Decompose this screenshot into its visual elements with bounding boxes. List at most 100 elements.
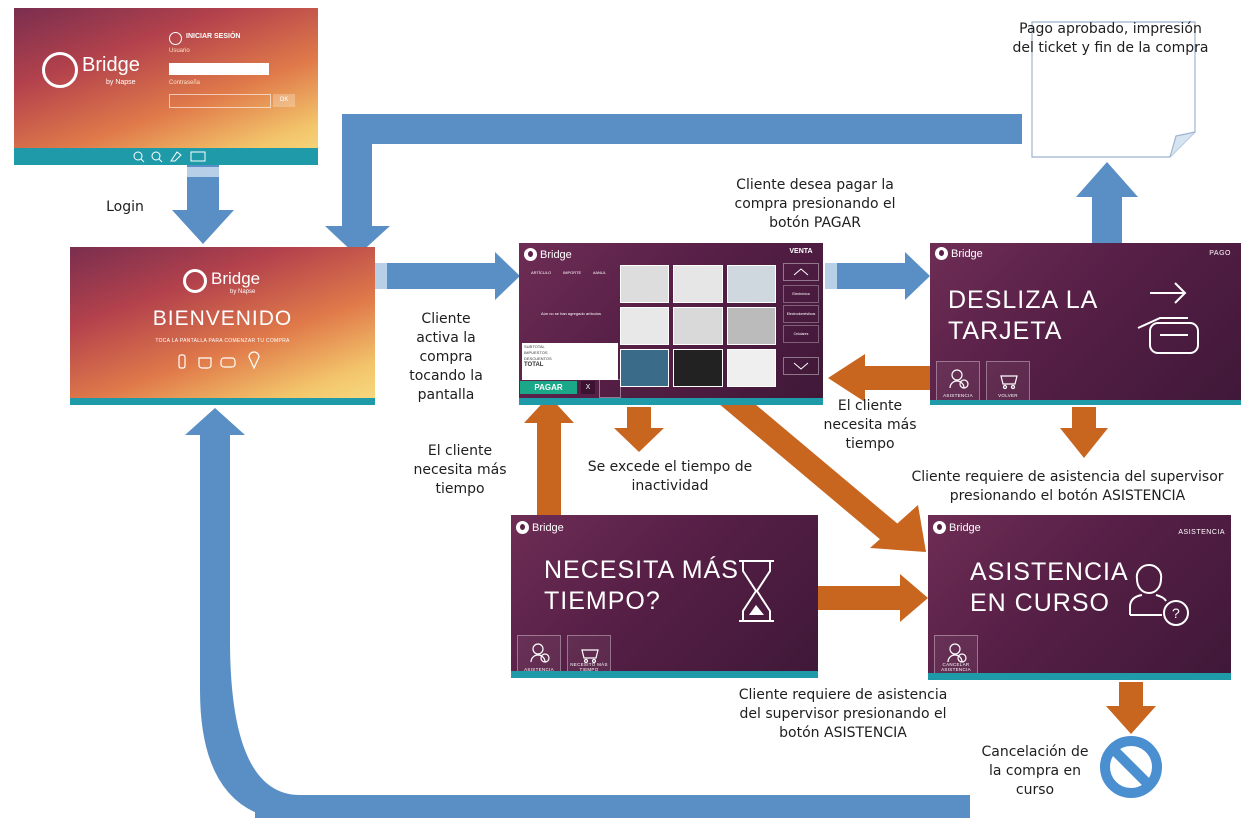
product-tile[interactable] bbox=[726, 349, 776, 387]
arrow-cancel-to-welcome bbox=[185, 408, 970, 818]
product-tile[interactable] bbox=[673, 307, 723, 345]
product-tile[interactable] bbox=[673, 265, 723, 303]
product-tile[interactable] bbox=[620, 265, 670, 303]
receipt-document-icon bbox=[1031, 21, 1196, 158]
more-time-button[interactable]: NECESITO MÁS TIEMPO bbox=[567, 635, 611, 675]
caption-line: la compra en bbox=[989, 763, 1081, 779]
caption-line: del ticket y fin de la compra bbox=[1012, 40, 1209, 56]
subtotal-label: SUBTOTAL bbox=[524, 344, 545, 349]
assist-button[interactable]: ASISTENCIA bbox=[936, 361, 980, 401]
venta-label: VENTA bbox=[789, 248, 813, 255]
cart-back-icon bbox=[1000, 375, 1018, 390]
product-tile[interactable] bbox=[620, 349, 670, 387]
category-icons bbox=[178, 351, 260, 370]
caption-line: pantalla bbox=[417, 387, 475, 403]
discounts-label: DESCUENTOS bbox=[524, 356, 552, 361]
caption-line: tiempo bbox=[845, 436, 895, 452]
username-input[interactable] bbox=[169, 63, 269, 75]
arrow-approved-to-welcome bbox=[325, 114, 1022, 256]
caption-line: curso bbox=[1015, 782, 1055, 798]
caption-line: presionando el botón ASISTENCIA bbox=[949, 488, 1186, 504]
caption-line: del supervisor presionando el bbox=[739, 706, 947, 722]
toolbar-icons[interactable] bbox=[131, 149, 211, 163]
assist-user-icon[interactable] bbox=[599, 379, 621, 398]
timeout-title-line-2: TIEMPO? bbox=[544, 587, 661, 615]
assist-brand: Bridge bbox=[933, 521, 981, 534]
caption-line: compra presionando el bbox=[734, 196, 896, 212]
product-tile[interactable] bbox=[620, 307, 670, 345]
assist-tag: ASISTENCIA bbox=[1178, 529, 1225, 536]
product-tile[interactable] bbox=[726, 307, 776, 345]
category-electrodomesticos[interactable]: Electrodomésticos bbox=[783, 305, 819, 323]
caption-line: necesita más bbox=[413, 462, 507, 478]
welcome-brand: Bridge bbox=[211, 269, 261, 288]
caption-line: compra bbox=[419, 349, 473, 365]
password-input[interactable] bbox=[169, 94, 271, 108]
pay-button[interactable]: PAGAR bbox=[520, 381, 577, 394]
payment-tag: PAGO bbox=[1209, 250, 1231, 257]
login-brand-sub: by Napse bbox=[106, 79, 136, 86]
product-tile[interactable] bbox=[673, 349, 723, 387]
bridge-logo-icon bbox=[524, 248, 537, 261]
bridge-logo-icon bbox=[516, 521, 529, 534]
assist-button-label: ASISTENCIA bbox=[524, 667, 554, 672]
assist-button[interactable]: ASISTENCIA bbox=[517, 635, 561, 675]
arrow-payment-to-assist bbox=[1060, 407, 1108, 458]
user-cancel-icon bbox=[947, 643, 967, 663]
svg-text:?: ? bbox=[1172, 605, 1180, 621]
user-assist-icon bbox=[530, 643, 550, 663]
chevron-up-icon bbox=[793, 268, 809, 276]
login-header: INICIAR SESIÓN bbox=[186, 33, 241, 40]
user-assist-icon bbox=[949, 369, 969, 389]
assist-button-label: ASISTENCIA bbox=[943, 393, 973, 398]
category-electronica[interactable]: Electrónica bbox=[783, 285, 819, 303]
caption-line: botón ASISTENCIA bbox=[779, 725, 907, 741]
assist-bar bbox=[928, 673, 1231, 680]
scroll-up-button[interactable] bbox=[783, 263, 819, 281]
assist-title-line-1: ASISTENCIA bbox=[970, 558, 1129, 586]
bridge-logo-icon bbox=[933, 521, 946, 534]
arrow-welcome-to-sale bbox=[375, 252, 520, 300]
scroll-down-button[interactable] bbox=[783, 357, 819, 375]
caption-pago-aprobado: Pago aprobado, impresión del ticket y fi… bbox=[988, 20, 1233, 58]
caption-line: El cliente bbox=[837, 398, 903, 414]
product-tile[interactable] bbox=[726, 265, 776, 303]
bridge-logo-icon bbox=[183, 269, 207, 293]
login-screen: Bridge by Napse INICIAR SESIÓN Usuario C… bbox=[14, 8, 318, 165]
payment-title-line-2: TARJETA bbox=[948, 317, 1063, 345]
welcome-screen[interactable]: Bridge by Napse BIENVENIDO TOCA LA PANTA… bbox=[70, 247, 375, 405]
totals-panel: SUBTOTAL IMPUESTOS DESCUENTOS TOTAL bbox=[522, 343, 618, 380]
arrow-timeout-to-assist bbox=[818, 574, 928, 622]
timeout-title: NECESITA MÁS TIEMPO? bbox=[544, 555, 739, 617]
welcome-subtitle: TOCA LA PANTALLA PARA COMENZAR TU COMPRA bbox=[155, 338, 290, 344]
welcome-brand-sub: by Napse bbox=[230, 289, 256, 295]
total-label: TOTAL bbox=[524, 362, 544, 368]
caption-cancelacion: Cancelación de la compra en curso bbox=[970, 743, 1100, 800]
login-brand: Bridge bbox=[82, 54, 140, 76]
back-button[interactable]: VOLVER bbox=[986, 361, 1030, 401]
arrow-payment-to-sale bbox=[828, 354, 930, 402]
chevron-down-icon bbox=[793, 362, 809, 370]
caption-asistencia-pago: Cliente requiere de asistencia del super… bbox=[895, 468, 1240, 506]
caption-asistencia-tiempo: Cliente requiere de asistencia del super… bbox=[718, 686, 968, 743]
cancel-assist-button[interactable]: CANCELAR ASISTENCIA bbox=[934, 635, 978, 675]
sale-headers: ARTÍCULO IMPORTE #ANUL bbox=[531, 270, 606, 275]
password-label: Contraseña bbox=[169, 80, 201, 86]
cancel-sale-button[interactable]: X bbox=[581, 381, 595, 394]
arrow-sale-to-assist bbox=[712, 383, 926, 552]
login-toolbar bbox=[14, 148, 318, 165]
caption-cliente-desea-pagar: Cliente desea pagar la compra presionand… bbox=[700, 176, 930, 233]
ok-button[interactable]: OK bbox=[273, 94, 295, 107]
caption-line: Cliente requiere de asistencia bbox=[738, 687, 948, 703]
card-swipe-icon bbox=[1137, 282, 1199, 354]
assist-title: ASISTENCIA EN CURSO bbox=[970, 557, 1129, 619]
category-celulares[interactable]: Celulares bbox=[783, 325, 819, 343]
arrow-sale-to-payment bbox=[825, 252, 930, 300]
caption-line: Cliente bbox=[421, 311, 471, 327]
caption-line: inactividad bbox=[631, 478, 709, 494]
header-importe: IMPORTE bbox=[563, 270, 582, 275]
caption-necesita-tiempo-left: El cliente necesita más tiempo bbox=[405, 442, 515, 499]
sale-screen: Bridge ARTÍCULO IMPORTE #ANUL Aún no se … bbox=[519, 243, 823, 405]
back-button-label: VOLVER bbox=[998, 393, 1018, 398]
caption-cliente-activa: Cliente activa la compra tocando la pant… bbox=[398, 310, 494, 405]
